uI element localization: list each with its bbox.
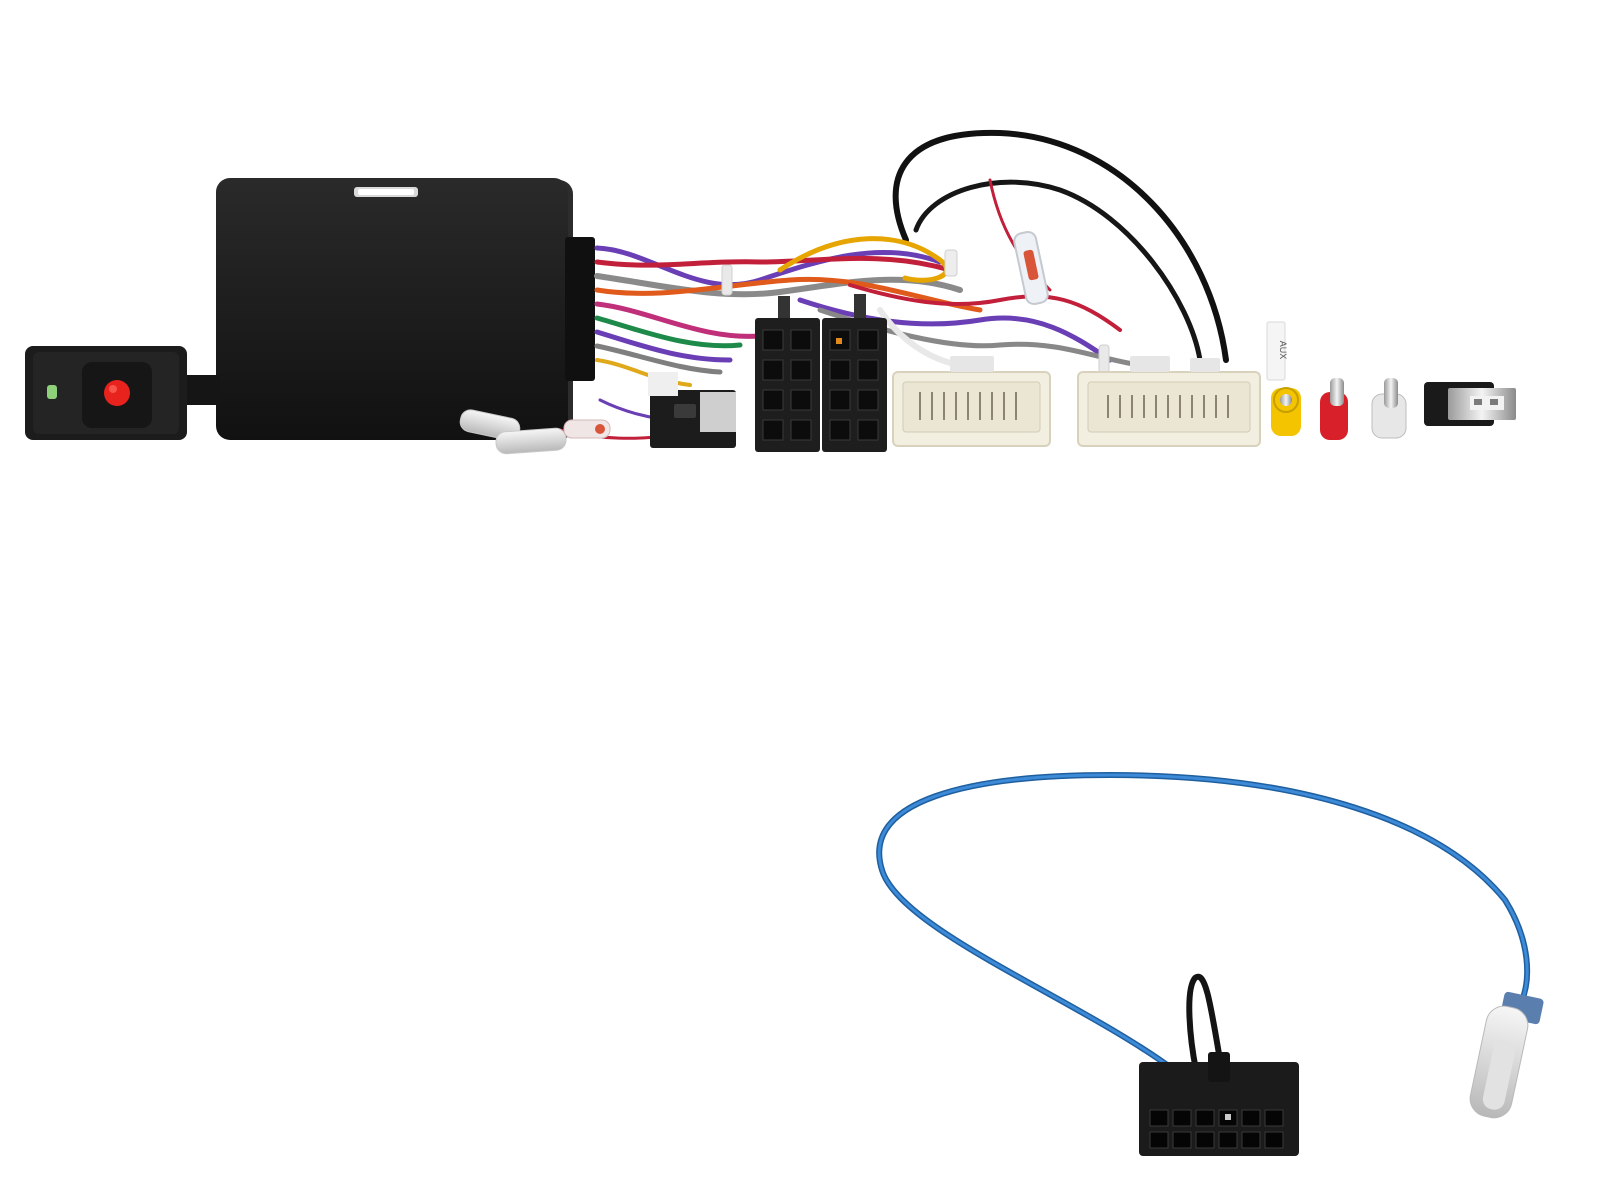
fuse-holder (1013, 230, 1049, 306)
vehicle-connector-left (892, 356, 1051, 447)
interface-module (216, 178, 595, 440)
rca-white-plug (1371, 378, 1407, 439)
antenna-adapter-cable (876, 771, 1531, 1073)
mini-connector (648, 372, 736, 448)
iso-connector-left (755, 296, 820, 452)
vehicle-connector-right (1077, 356, 1261, 447)
bullet-connectors (459, 409, 611, 455)
aux-label-tag: AUX (1266, 321, 1288, 381)
antenna-barrel-connector (1469, 991, 1544, 1119)
rca-red-plug (1320, 378, 1348, 440)
usb-plug (1424, 382, 1516, 426)
iso-connector-right (822, 294, 887, 452)
status-led-icon (47, 385, 57, 399)
red-button-icon (104, 380, 130, 406)
svg-text:AUX: AUX (1278, 341, 1288, 360)
remote-button-unit (25, 346, 220, 440)
rca-yellow-plug (1271, 387, 1301, 436)
antenna-power-connector (1139, 1052, 1299, 1156)
